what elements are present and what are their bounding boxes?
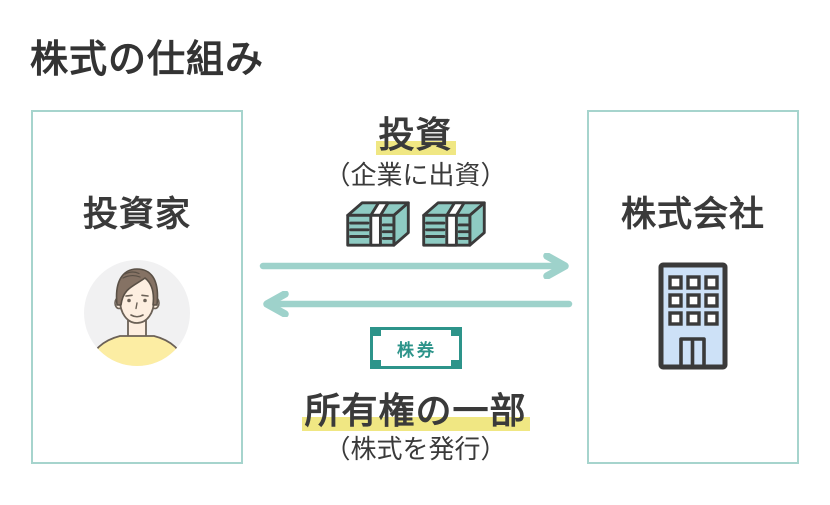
page-title: 株式の仕組み: [30, 39, 265, 81]
investor-label: 投資家: [82, 195, 191, 234]
ownership-sublabel: （株式を発行）: [324, 434, 507, 464]
arrow-left-icon: [262, 291, 572, 317]
stock-certificate-label: 株券: [397, 340, 437, 360]
company-label: 株式会社: [620, 195, 765, 234]
investor-box: 投資家: [31, 110, 243, 464]
person-avatar-icon: [84, 260, 190, 366]
flow-area: 投資 （企業に出資）: [243, 0, 588, 505]
arrow-right-icon: [259, 253, 569, 279]
company-box: 株式会社: [587, 110, 799, 464]
ownership-label: 所有権の一部: [301, 382, 530, 434]
office-building-icon: [658, 262, 728, 370]
money-stacks-icon: [342, 199, 490, 249]
stock-certificate-badge: 株券: [369, 327, 462, 369]
ownership-label-text: 所有権の一部: [301, 390, 530, 431]
investment-label: 投資: [375, 106, 456, 158]
investment-sublabel: （企業に出資）: [324, 160, 507, 190]
investment-label-text: 投資: [375, 114, 456, 155]
